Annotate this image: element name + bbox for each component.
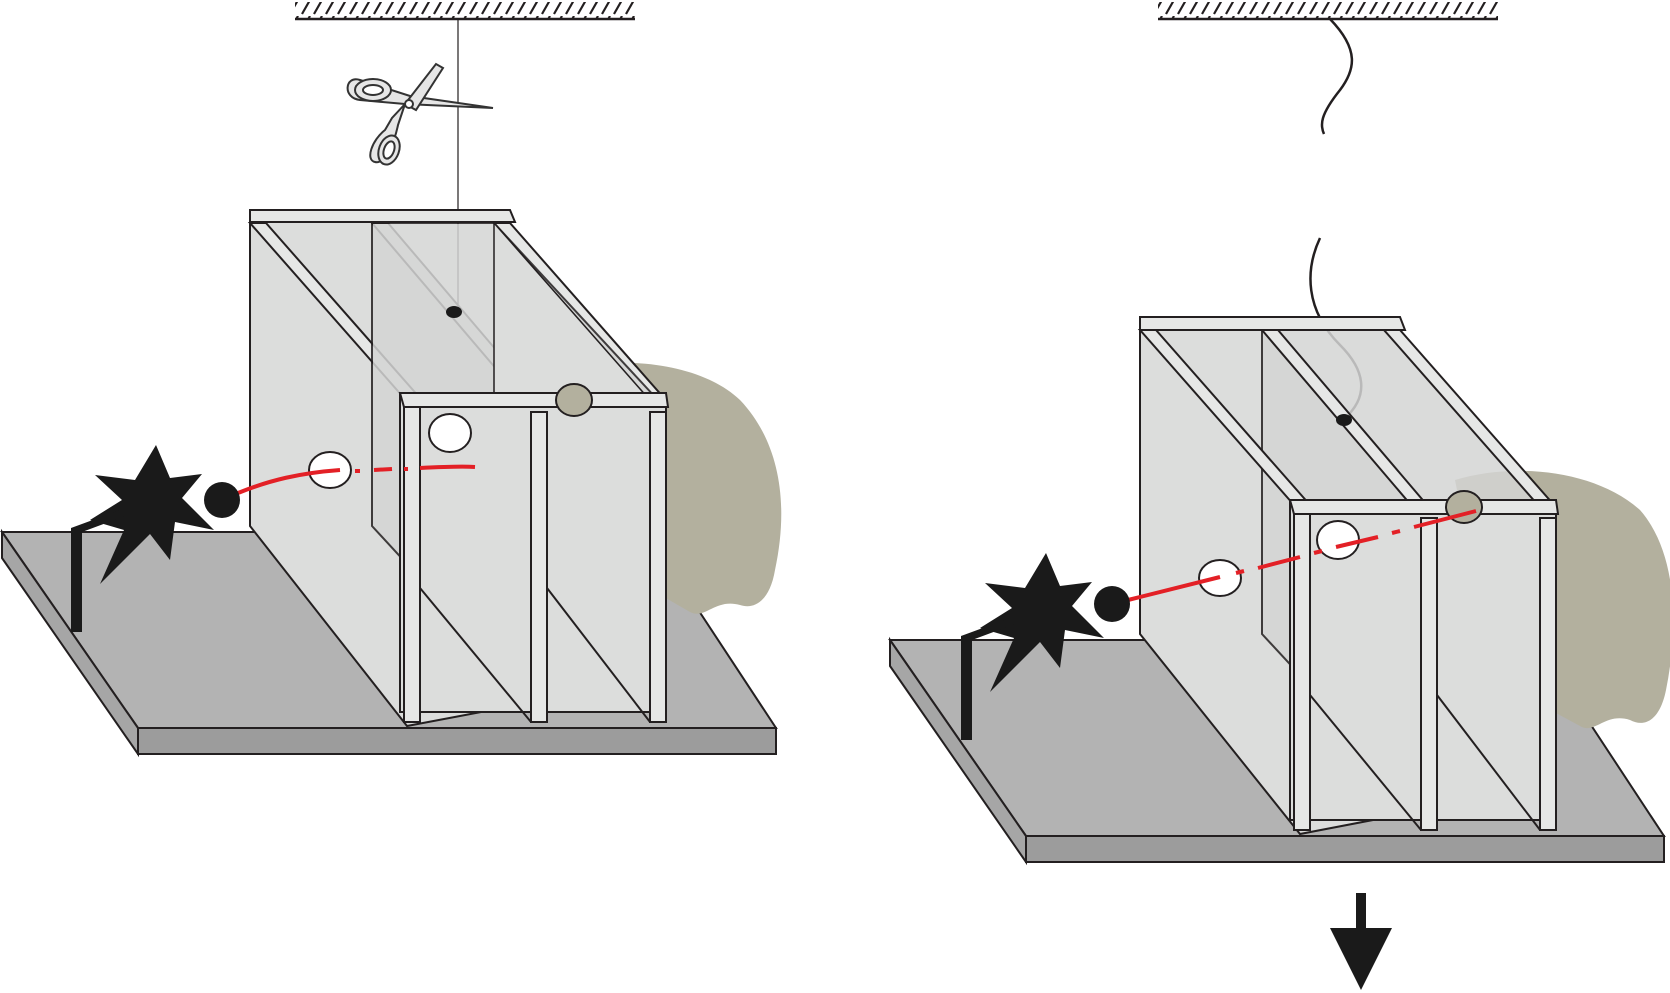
left-ball — [204, 482, 240, 518]
right-top-bar — [1139, 316, 1407, 331]
down-arrow-icon — [1330, 893, 1392, 990]
right-ceiling — [1158, 2, 1498, 21]
explosion-icon — [980, 553, 1104, 692]
left-panel — [0, 2, 782, 758]
explosion-icon — [90, 445, 214, 584]
right-panel — [888, 2, 1670, 990]
left-front-frame — [398, 392, 670, 723]
right-string-upper — [1320, 18, 1354, 135]
left-attach-point — [446, 306, 462, 318]
right-ball — [1094, 586, 1130, 622]
left-top-bar — [249, 209, 517, 223]
right-front-frame — [1288, 499, 1560, 831]
left-ceiling — [295, 2, 635, 21]
right-trajectory — [1127, 509, 1477, 602]
left-holes — [308, 383, 593, 489]
right-cannon-mount — [961, 618, 1015, 740]
left-cannon-mount — [71, 510, 125, 632]
right-attach-point — [1336, 414, 1352, 426]
left-trajectory — [237, 464, 476, 495]
scissors-icon — [346, 62, 494, 166]
